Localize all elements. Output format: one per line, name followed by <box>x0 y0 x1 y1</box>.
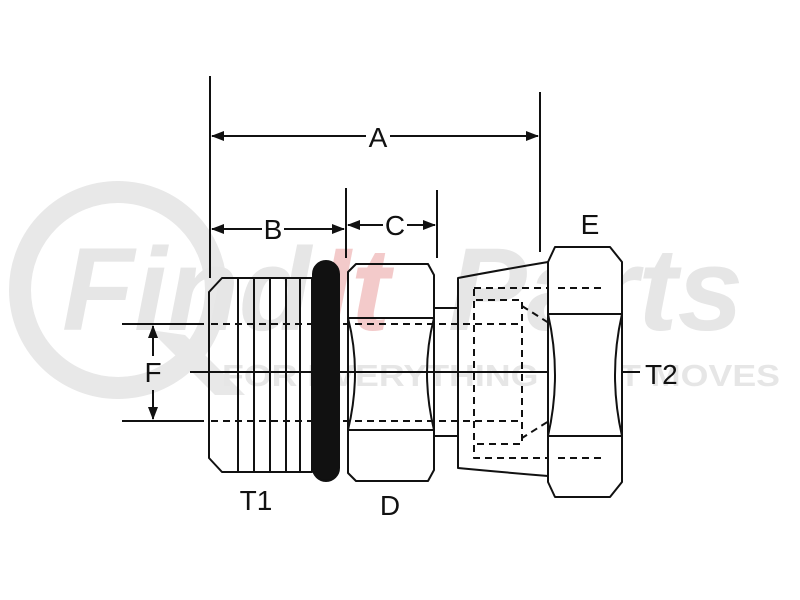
label-d: D <box>380 490 400 521</box>
labels: A B C D E F T1 T2 <box>144 122 677 521</box>
label-t1: T1 <box>240 485 273 516</box>
label-b: B <box>264 214 283 245</box>
o-ring <box>312 260 340 482</box>
watermark-brand-part1: Find <box>62 224 314 356</box>
dimension-b <box>211 224 345 234</box>
watermark-logo-swoosh <box>150 330 245 395</box>
label-e: E <box>581 209 600 240</box>
hex-nut-d <box>347 263 435 482</box>
label-t2: T2 <box>645 359 678 390</box>
fitting-drawing <box>122 76 640 498</box>
hex-nut-e <box>547 246 623 498</box>
watermark-tagline: FOR EVERYTHING THAT MOVES <box>222 358 780 393</box>
label-f: F <box>144 357 161 388</box>
label-c: C <box>385 210 405 241</box>
dimension-a <box>211 131 539 141</box>
watermark-logo-ring <box>9 181 227 399</box>
dimension-c <box>347 220 436 230</box>
dimension-f <box>122 323 204 422</box>
label-a: A <box>369 122 388 153</box>
